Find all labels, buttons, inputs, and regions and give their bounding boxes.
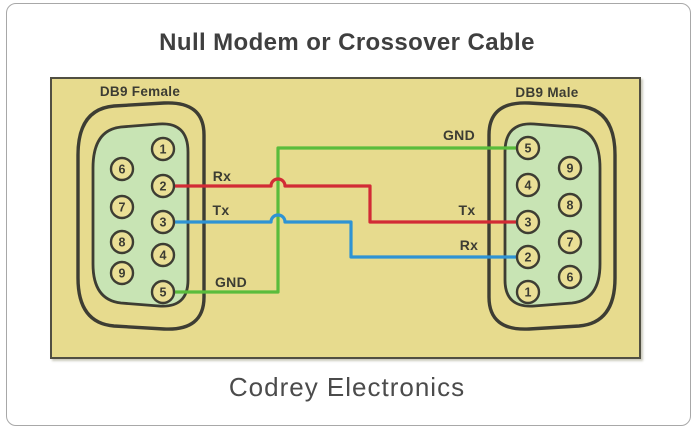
tx-to-rx-wire (173, 213, 518, 259)
female-pin-9-number: 9 (119, 267, 126, 281)
male-pin-2-number: 2 (525, 251, 532, 265)
female-pin-1-number: 1 (160, 143, 167, 157)
male-pin-8-number: 8 (567, 199, 574, 213)
male-pin-3-number: 3 (525, 216, 532, 230)
female-pin-6 (109, 156, 135, 182)
male-pin-6 (557, 264, 583, 290)
wires (173, 146, 518, 294)
female-pin-5-number: 5 (160, 286, 167, 300)
male-pin-1 (515, 279, 541, 305)
male-rx-label: Rx (460, 237, 479, 253)
male-pin-6-number: 6 (567, 271, 574, 285)
rx-to-tx-wire (173, 177, 518, 224)
male-pin-1-number: 1 (525, 286, 532, 300)
male-connector-label: DB9 Male (515, 85, 578, 100)
female-pin-7-number: 7 (119, 201, 126, 215)
male-tx-label: Tx (459, 202, 476, 218)
female-pin-8-number: 8 (119, 236, 126, 250)
brand-footer: Codrey Electronics (228, 372, 466, 402)
female-pin-7 (109, 194, 135, 220)
female-gnd-label: GND (215, 274, 247, 290)
male-pin-9 (557, 155, 583, 181)
female-pins: 1 2 3 4 5 6 7 8 9 (109, 136, 176, 305)
male-pin-5 (515, 135, 541, 161)
male-pin-2 (515, 244, 541, 270)
diagram-title: Null Modem or Crossover Cable (159, 29, 535, 56)
female-rx-label: Rx (213, 168, 232, 184)
male-gnd-label: GND (443, 127, 475, 143)
female-pin-9 (109, 260, 135, 286)
male-pins: 5 4 3 2 1 9 8 7 6 (515, 135, 583, 305)
gnd-wire (173, 146, 518, 294)
female-tx-label: Tx (213, 202, 230, 218)
male-pin-3 (515, 209, 541, 235)
female-pin-2-number: 2 (160, 180, 167, 194)
female-pin-2 (150, 173, 176, 199)
db9-male-connector: DB9 Male (487, 85, 617, 331)
male-pin-5-number: 5 (525, 142, 532, 156)
female-pin-1 (150, 136, 176, 162)
female-connector-label: DB9 Female (100, 84, 180, 99)
female-pin-3-number: 3 (160, 216, 167, 230)
female-pin-6-number: 6 (119, 163, 126, 177)
female-pin-8 (109, 229, 135, 255)
female-pin-4 (150, 242, 176, 268)
wire-labels: Rx Tx GND GND Tx Rx (213, 127, 479, 290)
female-pin-4-number: 4 (160, 249, 167, 263)
male-pin-7 (557, 229, 583, 255)
male-pin-4-number: 4 (525, 179, 532, 193)
male-pin-4 (515, 172, 541, 198)
male-pin-7-number: 7 (567, 236, 574, 250)
female-pin-3 (150, 209, 176, 235)
female-pin-5 (150, 279, 176, 305)
male-pin-8 (557, 192, 583, 218)
male-pin-9-number: 9 (567, 162, 574, 176)
